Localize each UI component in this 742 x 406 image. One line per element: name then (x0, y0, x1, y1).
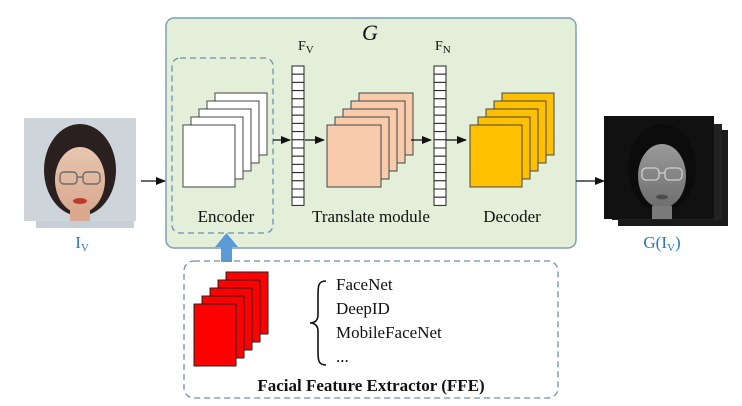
ffe-to-encoder-arrow-icon (215, 233, 238, 262)
fv-cell (291, 172, 305, 182)
fn-label-main: F (435, 39, 443, 54)
ffe-layer-card (193, 303, 237, 367)
fn-cell (433, 188, 447, 198)
decoder-label: Decoder (483, 207, 541, 226)
ffe-model-item: MobileFaceNet (336, 323, 442, 342)
fn-cell (433, 98, 447, 108)
fn-cell (433, 131, 447, 141)
ffe-model-list: FaceNet DeepID MobileFaceNet ... (336, 275, 442, 366)
decoder-layers (469, 92, 555, 188)
fn-cell (433, 163, 447, 174)
ffe-model-item: DeepID (336, 299, 390, 318)
fn-label: FN (435, 39, 451, 56)
fv-cell (291, 114, 305, 124)
output-label-sub: V (667, 242, 675, 254)
fv-cell (291, 180, 305, 190)
fv-cell (291, 131, 305, 141)
fn-cell (433, 65, 447, 75)
fn-cell (433, 180, 447, 190)
fv-label-sub: V (306, 44, 314, 56)
fn-label-sub: N (443, 44, 451, 56)
fv-cell (291, 188, 305, 198)
fn-cell (433, 196, 447, 206)
encoder-dashed-box (171, 57, 274, 234)
fv-cell (291, 147, 305, 157)
output-label-prefix: G(I (643, 233, 667, 252)
fn-cell (433, 147, 447, 157)
ffe-layers (193, 271, 269, 367)
input-label-sub: V (81, 242, 89, 254)
fv-cell (291, 163, 305, 174)
encoder-layers (182, 92, 268, 188)
translate-layer-card (326, 124, 382, 188)
fn-cell (433, 81, 447, 92)
fn-cell (433, 73, 447, 83)
fv-cell (291, 73, 305, 83)
output-label-suffix: ) (675, 233, 681, 252)
translate-label: Translate module (312, 207, 430, 226)
ffe-dashed-box (183, 260, 559, 399)
output-label: G(IV) (643, 233, 680, 254)
ffe-title: Facial Feature Extractor (FFE) (257, 376, 484, 395)
input-face-photo-icon (24, 118, 136, 228)
fn-cell (433, 139, 447, 149)
fv-cell (291, 106, 305, 116)
feature-vector-fv (291, 65, 305, 206)
fv-label-main: F (298, 39, 306, 54)
fv-cell (291, 122, 305, 133)
fn-cell (433, 155, 447, 165)
ffe-brace-icon (309, 280, 327, 366)
fn-cell (433, 114, 447, 124)
ffe-model-item: ... (336, 347, 349, 366)
fn-cell (433, 90, 447, 100)
fn-cell (433, 106, 447, 116)
encoder-label: Encoder (198, 207, 255, 226)
fv-cell (291, 98, 305, 108)
feature-vector-fn (433, 65, 447, 206)
translate-layers (326, 92, 414, 188)
input-label-main: I (75, 233, 81, 252)
fv-cell (291, 155, 305, 165)
fv-cell (291, 81, 305, 92)
input-label: IV (75, 233, 89, 254)
fn-cell (433, 122, 447, 133)
ffe-model-item: FaceNet (336, 275, 393, 294)
output-face-photo-icon (604, 116, 728, 226)
fv-cell (291, 65, 305, 75)
fn-cell (433, 172, 447, 182)
generator-label: G (362, 20, 378, 45)
fv-cell (291, 139, 305, 149)
fv-cell (291, 196, 305, 206)
fv-cell (291, 90, 305, 100)
decoder-layer-card (469, 124, 523, 188)
encoder-layer-card (182, 124, 236, 188)
fv-label: FV (298, 39, 314, 56)
